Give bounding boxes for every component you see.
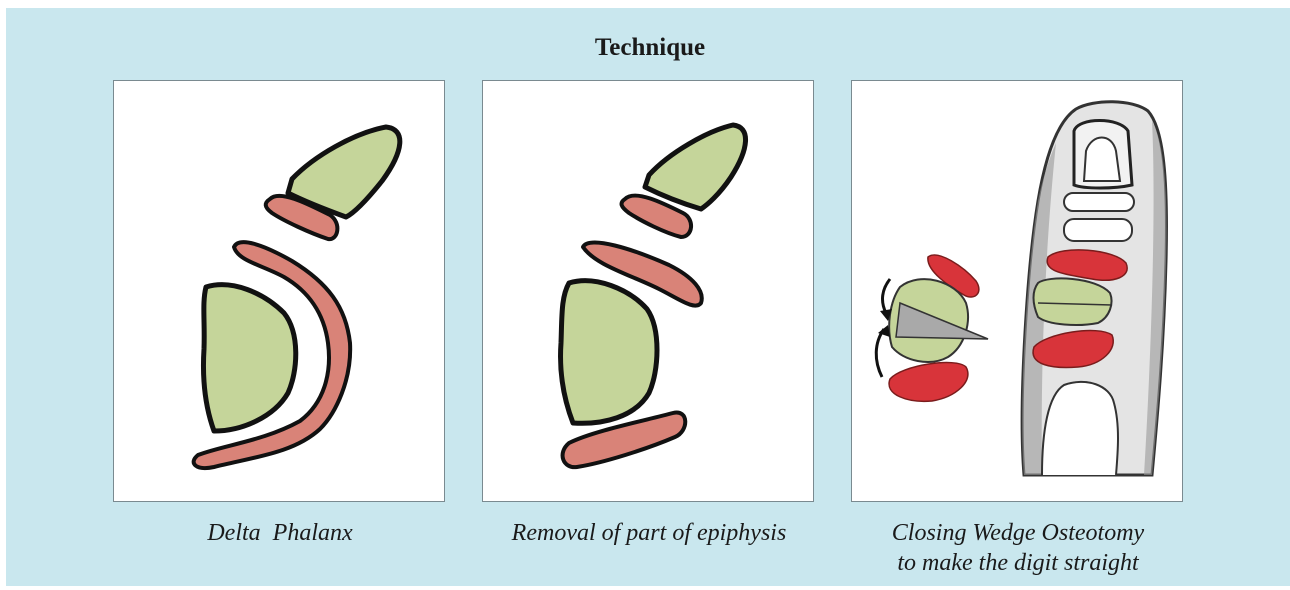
left-lower-red-epiphysis bbox=[889, 363, 968, 402]
caption-closing-wedge-line1: Closing Wedge Osteotomy bbox=[851, 519, 1185, 547]
middle-phalanx-bone bbox=[561, 281, 658, 424]
figure-title: Technique bbox=[0, 34, 1290, 62]
proximal-finger-gap bbox=[1042, 382, 1118, 475]
lower-rotation-arrow bbox=[876, 329, 884, 377]
caption-closing-wedge-line2: to make the digit straight bbox=[851, 549, 1185, 577]
upper-rotation-arrow bbox=[883, 279, 890, 313]
corrected-phalanx bbox=[1034, 278, 1112, 325]
caption-delta-phalanx: Delta Phalanx bbox=[113, 519, 447, 547]
panel-delta-phalanx bbox=[113, 80, 445, 502]
panel-closing-wedge-osteotomy bbox=[851, 80, 1183, 502]
closing-wedge-illustration bbox=[852, 81, 1184, 503]
panel-removal-epiphysis bbox=[482, 80, 814, 502]
middle-joint-outline bbox=[1064, 219, 1132, 241]
distal-joint-outline bbox=[1064, 193, 1134, 211]
distal-phalanx-bone bbox=[645, 125, 746, 209]
delta-phalanx-illustration bbox=[114, 81, 446, 503]
removal-epiphysis-illustration bbox=[483, 81, 815, 503]
caption-removal-epiphysis: Removal of part of epiphysis bbox=[482, 519, 816, 547]
delta-phalanx-bone bbox=[203, 285, 295, 431]
